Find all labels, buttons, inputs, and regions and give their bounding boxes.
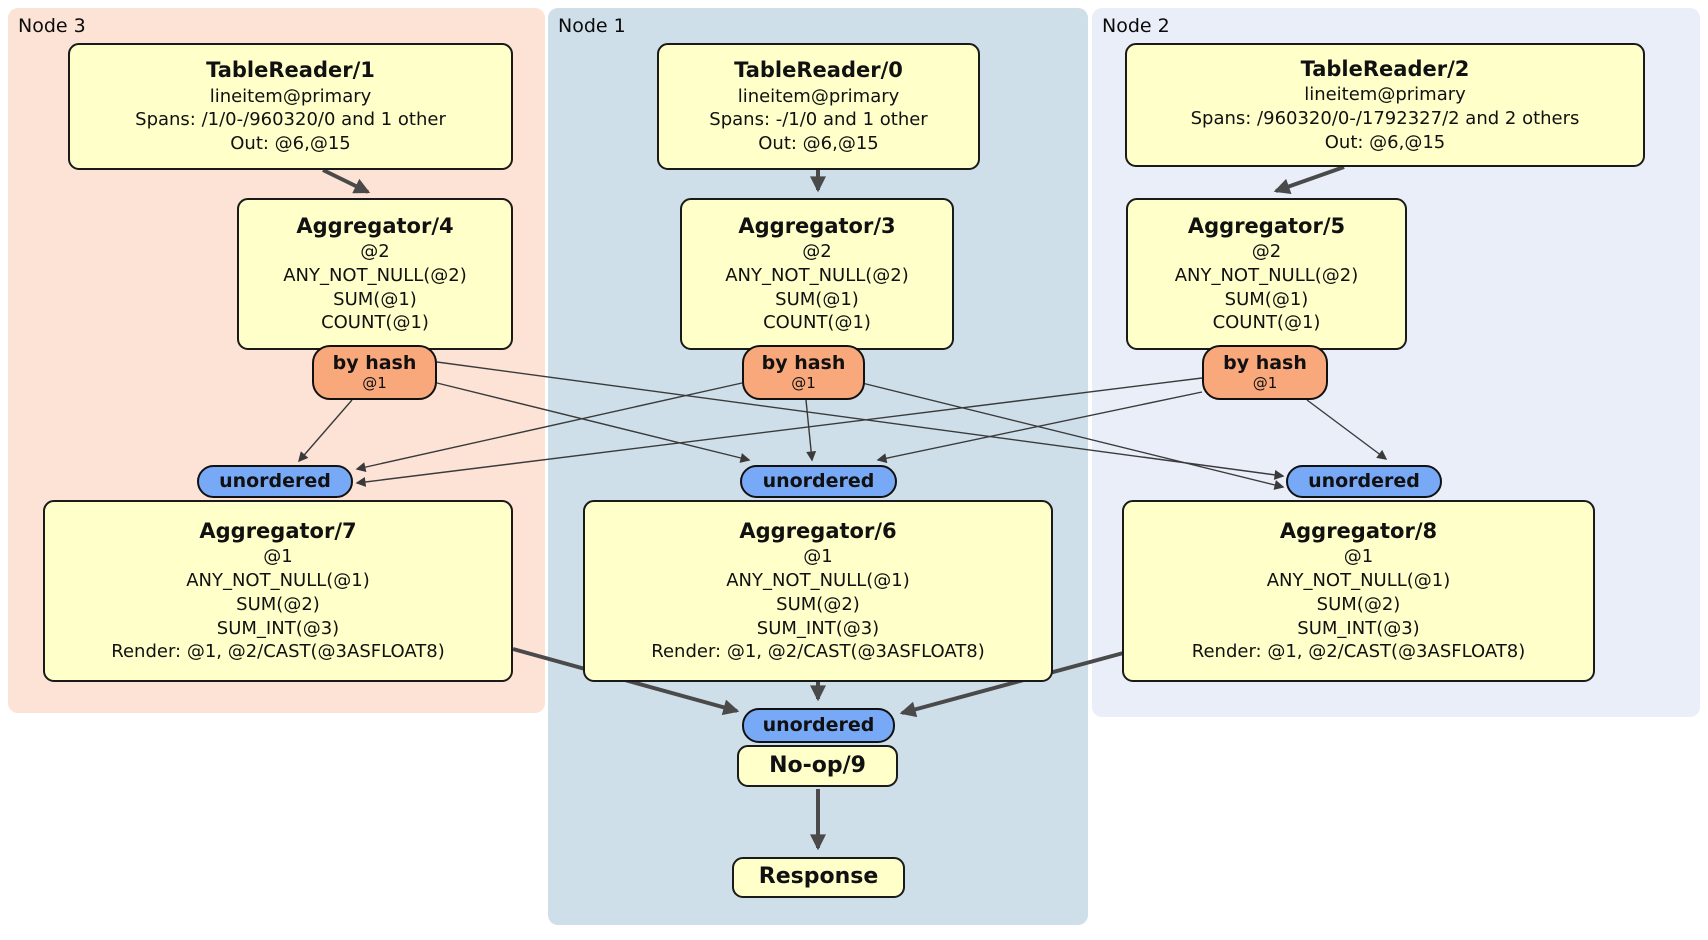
box-line: lineitem@primary	[1304, 84, 1466, 106]
edge-byhash5-unordered3	[355, 377, 1203, 487]
box-line: lineitem@primary	[209, 85, 372, 107]
byhash-router-node2: by hash @1	[1202, 345, 1328, 400]
aggregator-8-box: Aggregator/8 @1 ANY_NOT_NULL(@1) SUM(@2)…	[1122, 500, 1595, 682]
box-line: ANY_NOT_NULL(@2)	[283, 264, 467, 286]
unordered-sync-node3: unordered	[197, 465, 353, 498]
box-line: Spans: /1/0-/960320/0 and 1 other	[135, 109, 446, 131]
tablereader-0-box: TableReader/0 lineitem@primary Spans: -/…	[657, 43, 980, 170]
aggregator-4-box: Aggregator/4 @2 ANY_NOT_NULL(@2) SUM(@1)…	[237, 198, 513, 350]
box-line: Render: @1, @2/CAST(@3ASFLOAT8)	[651, 641, 985, 663]
box-line: ANY_NOT_NULL(@1)	[1266, 570, 1451, 592]
box-line: SUM(@1)	[333, 288, 417, 310]
aggregator-7-box: Aggregator/7 @1 ANY_NOT_NULL(@1) SUM(@2)…	[43, 500, 513, 682]
byhash-router-node1: by hash @1	[742, 345, 865, 400]
box-line: SUM_INT(@3)	[756, 617, 880, 639]
box-line: ANY_NOT_NULL(@2)	[725, 264, 909, 286]
box-title: Aggregator/6	[739, 518, 897, 543]
edge-tablereader2-aggregator5	[1273, 165, 1345, 195]
byhash-label: by hash	[761, 352, 846, 375]
box-title: TableReader/2	[1300, 56, 1470, 81]
aggregator-3-box: Aggregator/3 @2 ANY_NOT_NULL(@2) SUM(@1)…	[680, 198, 954, 350]
box-line: @2	[1251, 241, 1282, 263]
unordered-sync-node2: unordered	[1286, 465, 1442, 498]
byhash-label: by hash	[1223, 352, 1307, 375]
box-line: ANY_NOT_NULL(@2)	[1174, 264, 1359, 286]
box-line: Spans: /960320/0-/1792327/2 and 2 others	[1190, 107, 1580, 129]
edge-aggregator8-unordered-final	[899, 650, 1128, 718]
box-line: lineitem@primary	[737, 85, 900, 107]
box-title: Aggregator/7	[199, 518, 357, 543]
byhash-sub: @1	[362, 374, 387, 393]
edge-byhash5-unordered2	[1306, 399, 1388, 460]
response-box: Response	[732, 857, 905, 898]
edge-byhash1-unordered1	[805, 399, 817, 462]
tablereader-1-box: TableReader/1 lineitem@primary Spans: /1…	[68, 43, 513, 170]
noop-9-box: No-op/9	[737, 745, 898, 787]
byhash-label: by hash	[332, 352, 417, 375]
box-title: Aggregator/5	[1187, 213, 1346, 238]
box-line: Render: @1, @2/CAST(@3ASFLOAT8)	[1191, 641, 1526, 663]
aggregator-6-box: Aggregator/6 @1 ANY_NOT_NULL(@1) SUM(@2)…	[583, 500, 1053, 682]
edge-byhash3-unordered1	[436, 382, 751, 463]
edge-byhash3-unordered2	[436, 361, 1285, 480]
box-title: Aggregator/4	[296, 213, 454, 238]
box-line: COUNT(@1)	[763, 312, 871, 334]
tablereader-2-box: TableReader/2 lineitem@primary Spans: /9…	[1125, 43, 1645, 167]
edge-byhash1-unordered2	[861, 382, 1285, 490]
node2-label: Node 2	[1102, 15, 1170, 37]
byhash-router-node3: by hash @1	[312, 345, 437, 400]
box-line: Out: @6,@15	[230, 133, 351, 155]
box-line: SUM(@1)	[1224, 288, 1309, 310]
box-line: SUM(@2)	[776, 593, 860, 615]
box-title: TableReader/1	[206, 58, 375, 83]
edge-tablereader1-aggregator4	[322, 168, 371, 194]
box-line: Out: @6,@15	[758, 133, 879, 155]
box-title: No-op/9	[769, 752, 866, 778]
unordered-label: unordered	[762, 470, 875, 493]
box-line: COUNT(@1)	[321, 312, 429, 334]
node3-label: Node 3	[18, 15, 86, 37]
box-title: Response	[758, 864, 879, 890]
edge-byhash3-unordered3	[298, 399, 353, 463]
box-line: @1	[803, 546, 833, 568]
byhash-sub: @1	[791, 374, 816, 393]
box-line: SUM_INT(@3)	[216, 617, 340, 639]
unordered-sync-node1: unordered	[740, 465, 897, 498]
box-line: SUM(@1)	[775, 288, 859, 310]
unordered-label: unordered	[219, 470, 331, 493]
aggregator-5-box: Aggregator/5 @2 ANY_NOT_NULL(@2) SUM(@1)…	[1126, 198, 1407, 350]
box-title: TableReader/0	[734, 58, 903, 83]
unordered-sync-final: unordered	[742, 708, 895, 743]
box-line: @2	[360, 241, 390, 263]
box-line: ANY_NOT_NULL(@1)	[186, 570, 370, 592]
box-line: @2	[802, 241, 832, 263]
edge-byhash5-unordered1	[876, 391, 1203, 464]
box-title: Aggregator/3	[738, 213, 896, 238]
box-line: ANY_NOT_NULL(@1)	[726, 570, 910, 592]
box-line: SUM(@2)	[236, 593, 320, 615]
byhash-sub: @1	[1252, 374, 1278, 393]
box-line: @1	[263, 546, 293, 568]
node1-label: Node 1	[558, 15, 626, 37]
unordered-label: unordered	[1308, 470, 1420, 493]
unordered-label: unordered	[762, 714, 875, 737]
box-line: COUNT(@1)	[1212, 312, 1321, 334]
edge-byhash1-unordered3	[355, 382, 743, 473]
box-line: SUM_INT(@3)	[1297, 617, 1420, 639]
box-line: Out: @6,@15	[1324, 131, 1446, 153]
box-line: @1	[1343, 546, 1374, 568]
box-line: SUM(@2)	[1316, 593, 1401, 615]
box-line: Spans: -/1/0 and 1 other	[709, 109, 928, 131]
box-line: Render: @1, @2/CAST(@3ASFLOAT8)	[111, 641, 445, 663]
box-title: Aggregator/8	[1279, 518, 1438, 543]
router-mesh-edges	[298, 361, 1388, 490]
